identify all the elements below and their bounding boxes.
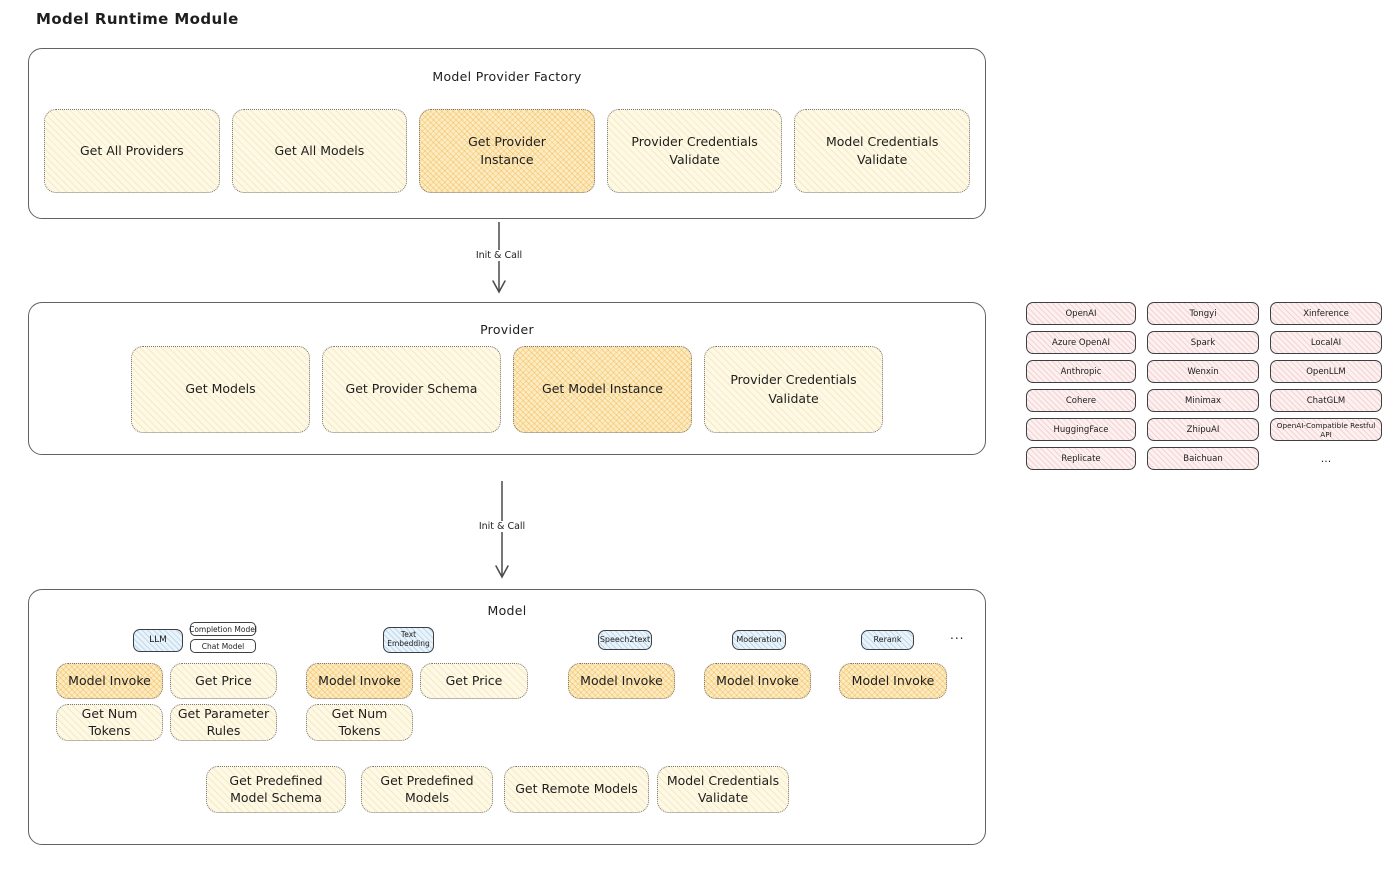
- provider-pill-xinference: Xinference: [1270, 302, 1382, 325]
- provider-box: Provider Get Models Get Provider Schema …: [28, 302, 986, 455]
- speech2text-model-invoke-button: Model Invoke: [568, 663, 675, 699]
- badge-rerank: Rerank: [861, 630, 914, 650]
- provider-pill-openllm: OpenLLM: [1270, 360, 1382, 383]
- factory-button-get-provider-instance: Get Provider Instance: [419, 109, 595, 193]
- provider-pill-huggingface: HuggingFace: [1026, 418, 1136, 441]
- model-box: Model LLM Completion Model Chat Model Te…: [28, 589, 986, 845]
- moderation-model-invoke-button: Model Invoke: [704, 663, 811, 699]
- provider-pill-zhipuai: ZhipuAI: [1147, 418, 1259, 441]
- provider-button-get-model-instance: Get Model Instance: [513, 346, 692, 433]
- text-embedding-get-price-button: Get Price: [420, 663, 528, 699]
- text-embedding-get-num-tokens-button: Get Num Tokens: [306, 704, 413, 741]
- llm-get-num-tokens-button: Get Num Tokens: [56, 704, 163, 741]
- factory-button-get-all-providers: Get All Providers: [44, 109, 220, 193]
- factory-box: Model Provider Factory Get All Providers…: [28, 48, 986, 219]
- provider-pill-localai: LocalAI: [1270, 331, 1382, 354]
- arrow1-label: Init & Call: [471, 250, 527, 261]
- provider-pill-wenxin: Wenxin: [1147, 360, 1259, 383]
- get-predefined-model-schema-button: Get Predefined Model Schema: [206, 766, 346, 813]
- provider-pill-cohere: Cohere: [1026, 389, 1136, 412]
- factory-button-row: Get All Providers Get All Models Get Pro…: [44, 109, 970, 193]
- badge-llm: LLM: [133, 629, 183, 652]
- llm-model-invoke-button: Model Invoke: [56, 663, 163, 699]
- provider-pill-baichuan: Baichuan: [1147, 447, 1259, 470]
- provider-button-provider-credentials-validate: Provider Credentials Validate: [704, 346, 883, 433]
- badge-moderation: Moderation: [732, 630, 786, 650]
- badge-chat-model: Chat Model: [190, 639, 256, 653]
- provider-pill-tongyi: Tongyi: [1147, 302, 1259, 325]
- provider-grid-ellipsis: ...: [1320, 452, 1332, 465]
- badge-speech2text: Speech2text: [598, 630, 652, 650]
- model-credentials-validate-button: Model Credentials Validate: [657, 766, 789, 813]
- page-title: Model Runtime Module: [36, 10, 239, 28]
- badge-text-embedding: Text Embedding: [383, 627, 434, 653]
- provider-pill-replicate: Replicate: [1026, 447, 1136, 470]
- provider-pill-openai-compatible-restful-api: OpenAI-Compatible Restful API: [1270, 418, 1382, 441]
- text-embedding-model-invoke-button: Model Invoke: [306, 663, 413, 699]
- provider-pill-spark: Spark: [1147, 331, 1259, 354]
- provider-pill-chatglm: ChatGLM: [1270, 389, 1382, 412]
- llm-get-parameter-rules-button: Get Parameter Rules: [170, 704, 277, 741]
- provider-name-grid: OpenAI Tongyi Xinference Azure OpenAI Sp…: [1026, 302, 1382, 470]
- factory-title: Model Provider Factory: [432, 69, 582, 84]
- provider-button-row: Get Models Get Provider Schema Get Model…: [131, 346, 883, 433]
- llm-get-price-button: Get Price: [170, 663, 277, 699]
- get-predefined-models-button: Get Predefined Models: [361, 766, 493, 813]
- badge-completion-model: Completion Model: [189, 622, 257, 636]
- provider-pill-minimax: Minimax: [1147, 389, 1259, 412]
- arrow2-label: Init & Call: [474, 521, 530, 532]
- provider-button-get-provider-schema: Get Provider Schema: [322, 346, 501, 433]
- provider-pill-azure-openai: Azure OpenAI: [1026, 331, 1136, 354]
- factory-button-get-all-models: Get All Models: [231, 109, 408, 193]
- factory-button-model-credentials-validate: Model Credentials Validate: [794, 109, 970, 193]
- get-remote-models-button: Get Remote Models: [504, 766, 649, 813]
- provider-title: Provider: [480, 322, 534, 337]
- provider-button-get-models: Get Models: [131, 346, 310, 433]
- rerank-model-invoke-button: Model Invoke: [839, 663, 947, 699]
- model-badges-ellipsis: ...: [950, 628, 965, 642]
- provider-pill-openai: OpenAI: [1026, 302, 1136, 325]
- model-title: Model: [487, 603, 527, 618]
- provider-pill-anthropic: Anthropic: [1026, 360, 1136, 383]
- factory-button-provider-credentials-validate: Provider Credentials Validate: [606, 109, 783, 193]
